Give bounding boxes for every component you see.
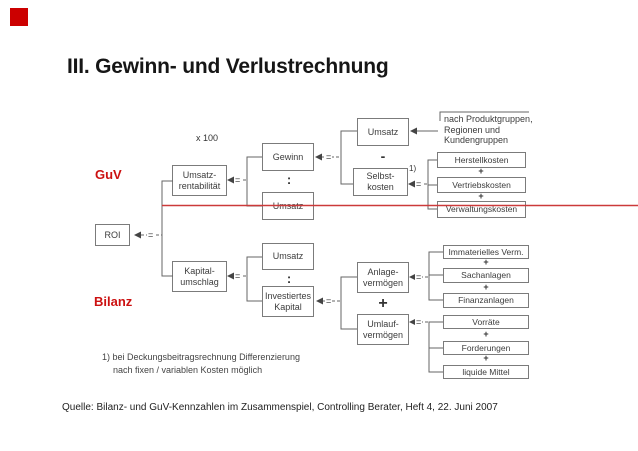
divide-operator-bilanz: : <box>286 271 292 286</box>
plus-operator-4: + <box>483 282 489 292</box>
box-gewinn: Gewinn <box>262 143 314 171</box>
source-citation: Quelle: Bilanz- und GuV-Kennzahlen im Zu… <box>62 402 498 413</box>
note-nach-produktgruppen: nach Produktgruppen, Regionen und Kunden… <box>444 114 533 145</box>
box-kapitalumschlag: Kapital- umschlag <box>172 261 227 292</box>
section-label-bilanz: Bilanz <box>94 294 133 309</box>
box-umsatzrentabilitaet: Umsatz- rentabilität <box>172 165 227 196</box>
slide-title: III. Gewinn- und Verlustrechnung <box>67 55 389 78</box>
equals-investiertes-kapital: = <box>325 296 333 306</box>
box-umsatz-guv: Umsatz <box>262 192 314 220</box>
equals-kapitalumschlag: = <box>234 271 242 281</box>
equals-selbstkosten: = <box>415 179 423 189</box>
box-liquide-mittel: liquide Mittel <box>443 365 529 379</box>
box-investiertes-kapital: Investiertes Kapital <box>262 286 314 317</box>
box-herstellkosten: Herstellkosten <box>437 152 526 168</box>
connectors <box>141 111 529 373</box>
plus-operator-5: + <box>483 329 489 339</box>
plus-operator-3: + <box>483 257 489 267</box>
box-finanzanlagen: Finanzanlagen <box>443 293 529 308</box>
box-roi: ROI <box>95 224 130 246</box>
plus-operator-6: + <box>483 353 489 363</box>
box-verwaltungskosten: Verwaltungskosten <box>437 201 526 218</box>
box-anlagevermoegen: Anlage- vermögen <box>357 262 409 293</box>
box-umsatz-top: Umsatz <box>357 118 409 146</box>
plus-operator-2: + <box>478 191 484 201</box>
section-label-guv: GuV <box>95 167 122 182</box>
box-umsatz-bilanz: Umsatz <box>262 243 314 270</box>
minus-operator: - <box>380 148 386 164</box>
box-selbstkosten: Selbst- kosten <box>353 168 408 196</box>
equals-gewinn: = <box>325 152 333 162</box>
footnote-line1: 1) bei Deckungsbeitragsrechnung Differen… <box>102 352 300 362</box>
red-corner-square <box>10 8 28 26</box>
footnote-marker: 1) <box>409 164 417 173</box>
box-vorraete: Vorräte <box>443 315 529 329</box>
plus-operator-1: + <box>478 166 484 176</box>
box-umlaufvermoegen: Umlauf- vermögen <box>357 314 409 345</box>
box-vertriebskosten: Vertriebskosten <box>437 177 526 193</box>
box-sachanlagen: Sachanlagen <box>443 268 529 283</box>
footnote-line2: nach fixen / variablen Kosten möglich <box>113 365 263 375</box>
equals-umlaufvermoegen: = <box>415 317 423 327</box>
box-forderungen: Forderungen <box>443 341 529 355</box>
equals-umsatzrentabilitaet: = <box>234 175 242 185</box>
plus-operator-big: + <box>378 295 388 312</box>
divide-operator-guv: : <box>286 172 292 187</box>
box-immaterielles-vermoegen: Immaterielles Verm. <box>443 245 529 259</box>
multiplier-x100: x 100 <box>196 133 219 143</box>
equals-anlagevermoegen: = <box>415 272 423 282</box>
equals-roi: = <box>147 230 155 240</box>
